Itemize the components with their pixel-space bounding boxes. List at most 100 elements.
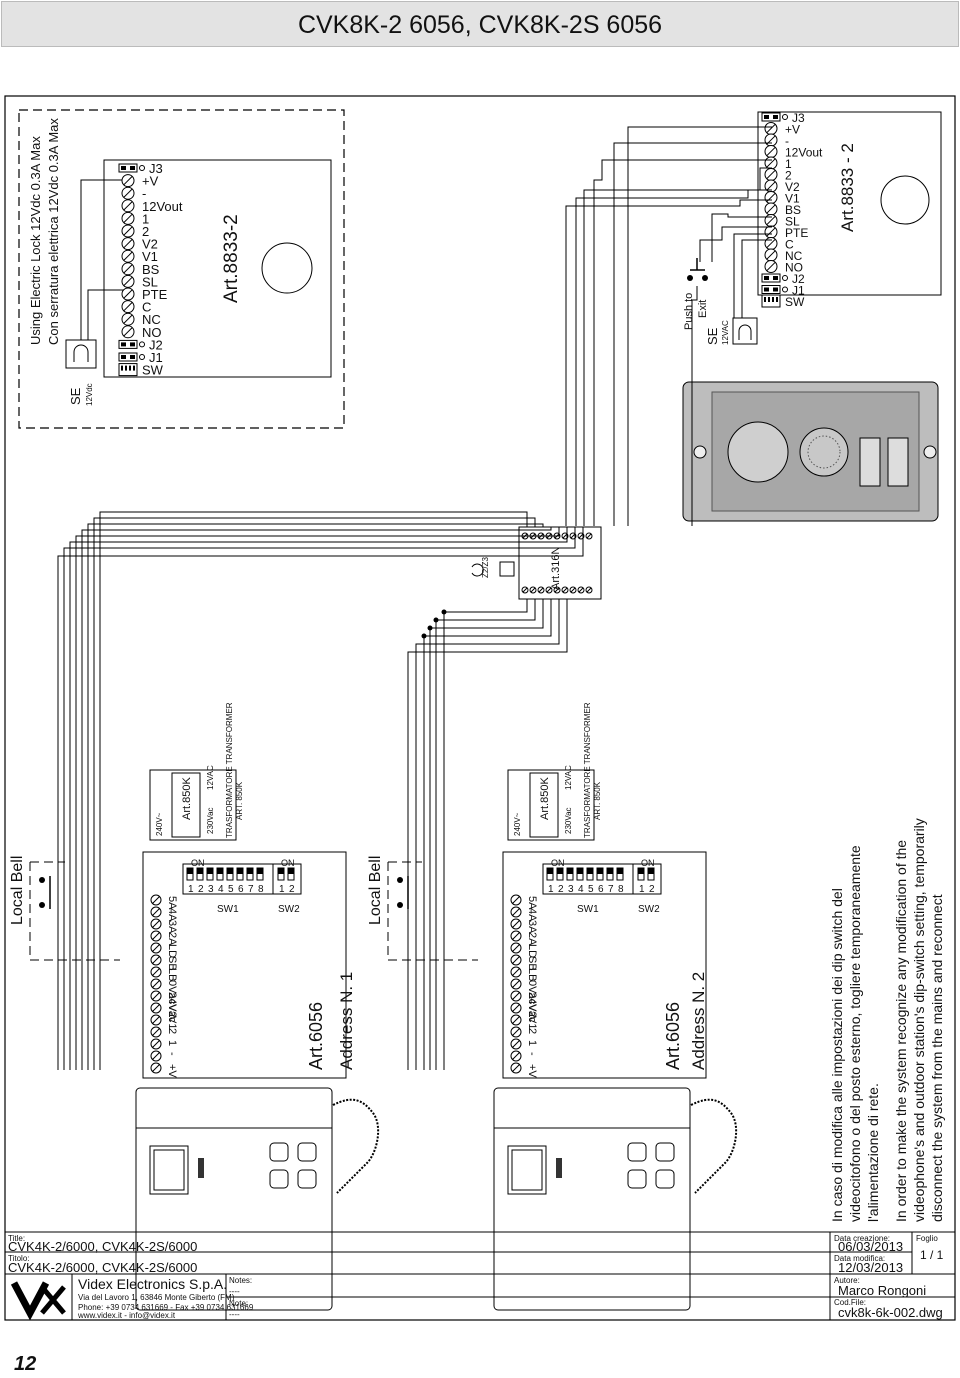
tb-file-label: Cod.File: <box>834 1298 866 1307</box>
dip-sw1-number: 1 <box>548 884 554 895</box>
note-en-1: In order to make the system recognize an… <box>893 840 909 1222</box>
tb-web: www.videx.it - info@videx.it <box>77 1311 176 1320</box>
monitor-terminal-label: SB <box>166 956 178 971</box>
monitor-2-body <box>493 1087 691 1311</box>
dip-sw1-number: 5 <box>588 884 594 895</box>
dip-sw2-label: SW2 <box>278 904 300 915</box>
monitor-terminal-label: V1 <box>526 1016 538 1029</box>
jumper <box>761 273 781 283</box>
title-block-lines <box>5 1231 955 1320</box>
terminal-label: V1 <box>785 192 800 206</box>
wires <box>57 126 772 1070</box>
monitor-terminal-label: V1 <box>166 1016 178 1029</box>
dip-sw1-number: 2 <box>558 884 564 895</box>
jumper <box>118 339 138 349</box>
tb-created-value: 06/03/2013 <box>838 1239 903 1254</box>
monitor-terminal-label: LD <box>526 944 538 958</box>
monitor-terminal-label: 4A <box>166 908 178 922</box>
videx-logo <box>8 1277 68 1321</box>
note-it-2: videocitofono o del posto esterno, togli… <box>847 845 863 1222</box>
monitor-terminal-label: - <box>166 1052 178 1056</box>
jumper <box>118 352 138 362</box>
transformer-1-line2: ART. 850K <box>235 781 244 820</box>
monitor-terminal-label: 2 <box>166 1028 178 1034</box>
electric-lock-right <box>732 317 758 345</box>
terminal-label: BS <box>785 203 801 217</box>
monitor-1-backplate <box>142 851 347 1079</box>
lock-se: SE <box>68 387 83 405</box>
page-header: CVK8K-2 6056, CVK8K-2S 6056 <box>1 1 959 47</box>
dip-sw1-number: 7 <box>608 884 614 895</box>
monitor-terminal-label: 1 <box>526 1040 538 1046</box>
terminal-label: +V <box>785 123 800 137</box>
dip-sw2-on: ON <box>641 858 655 868</box>
push-exit-se-v: 12VAC <box>721 320 730 345</box>
terminal-label: 12Vout <box>785 146 823 160</box>
handset-cord-2 <box>690 1098 738 1194</box>
transformer-2-art: Art.850K <box>539 777 551 820</box>
dip-sw1-number: 3 <box>208 884 214 895</box>
monitor-1-address: Address N. 1 <box>337 972 356 1070</box>
local-bell-2 <box>387 861 478 961</box>
terminal-label: C <box>785 238 794 252</box>
terminal-label: +V <box>142 174 159 189</box>
distributor-box <box>518 526 602 600</box>
monitor-terminal-label: LB <box>526 968 538 981</box>
monitor-terminal-label: +V <box>166 1064 178 1078</box>
drawing-frame <box>4 95 956 1321</box>
terminal-label: 12Vout <box>142 199 183 214</box>
outdoor-right-art: Art.8833 - 2 <box>838 143 857 232</box>
terminal-label: PTE <box>142 287 168 302</box>
transformer-2-vout: 12VAC <box>564 765 573 790</box>
wire-junctions <box>421 609 447 639</box>
note-it-1: In caso di modifica alle impostazioni de… <box>829 888 845 1222</box>
terminal-label: NC <box>785 249 803 263</box>
dip-sw1-number: 2 <box>198 884 204 895</box>
tb-modified-value: 12/03/2013 <box>838 1260 903 1275</box>
tb-notes-en-value: ---- <box>229 1287 240 1296</box>
dip-sw1-number: 8 <box>258 884 264 895</box>
terminal-label: SW <box>142 363 164 378</box>
dip-sw1-number: 5 <box>228 884 234 895</box>
transformer-2-vin: 240V~ <box>513 812 522 836</box>
terminal-label: V1 <box>142 249 158 264</box>
monitor-terminal-label: 24Vac <box>166 992 178 1023</box>
distributor-terminals <box>521 532 593 594</box>
terminal-label: BS <box>142 262 160 277</box>
push-exit-button <box>687 258 708 281</box>
dip-sw1-number: 1 <box>188 884 194 895</box>
tb-sheet-label: Foglio <box>916 1234 938 1243</box>
push-exit-line2: Exit <box>697 300 709 318</box>
terminal-label: J1 <box>792 284 805 298</box>
monitor-terminal-label: 0Vac <box>166 980 178 1005</box>
tb-titolo-label: Titolo: <box>8 1254 30 1263</box>
outdoor-right-panel <box>757 111 942 296</box>
terminal-label: SL <box>142 274 158 289</box>
monitor-terminal-label: 3A <box>526 920 538 934</box>
dip-sw1-number: 6 <box>238 884 244 895</box>
dip-sw1-number: 6 <box>598 884 604 895</box>
outdoor-faceplate <box>682 381 939 522</box>
tb-titolo-value: CVK4K-2/6000, CVK4K-2S/6000 <box>8 1260 197 1275</box>
monitor-2-backplate <box>502 851 707 1079</box>
terminal-label: 2 <box>785 169 792 183</box>
monitor-terminal-label: V2 <box>526 1004 538 1017</box>
dip-switch <box>761 294 781 308</box>
electric-lock-left <box>65 339 97 369</box>
jumper <box>761 112 781 122</box>
transformer-2-in: 230Vac <box>564 807 573 834</box>
tb-company: Videx Electronics S.p.A. <box>78 1276 227 1292</box>
terminal-label: J3 <box>149 161 163 176</box>
note-it-3: l'alimentazione di rete. <box>865 1083 881 1222</box>
dip-sw2-number: 1 <box>279 884 285 895</box>
terminal-label: V2 <box>785 180 800 194</box>
lock-box-dashed <box>18 109 345 429</box>
tb-author-value: Marco Rongoni <box>838 1283 926 1298</box>
tb-created-label: Data creazione: <box>834 1234 890 1243</box>
transformer-1 <box>149 769 237 841</box>
